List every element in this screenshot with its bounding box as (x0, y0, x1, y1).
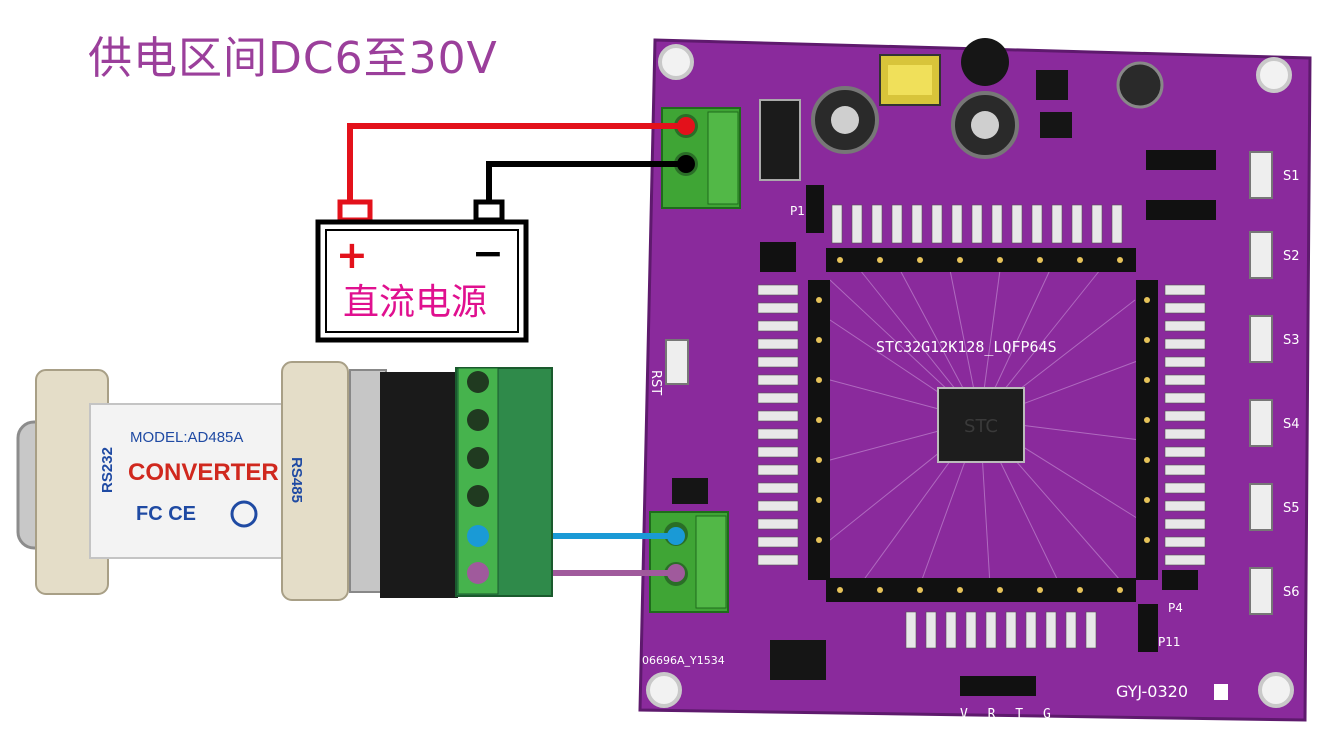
plus-post (337, 199, 373, 223)
rs485-converter: MODEL:AD485A CONVERTER FC CE RS232 RS485 (16, 361, 553, 601)
minus-sign: − (472, 231, 504, 275)
switch-label-s4: S4 (1283, 417, 1300, 432)
converter-model: MODEL:AD485A (130, 429, 243, 446)
smd-resistors (757, 204, 1206, 649)
jumper-p4 (1162, 570, 1198, 590)
pin-header-left (808, 280, 830, 580)
minus-post (473, 199, 505, 223)
mount-hole (1258, 672, 1294, 708)
board-serial: 06696A_Y1534 (642, 654, 725, 667)
dc-power-supply: + − 直流电源 (315, 199, 529, 343)
header-pins (816, 257, 1150, 593)
connector-label-p4: P4 (1168, 601, 1183, 615)
jumper-p1 (806, 185, 824, 233)
page-heading: 供电区间DC6至30V (88, 33, 498, 84)
switch-label-s5: S5 (1283, 501, 1300, 516)
mount-hole (1256, 57, 1292, 93)
capacitor (961, 38, 1009, 86)
terminal-dot-negative (677, 155, 695, 173)
adapter-terminal-b (467, 562, 489, 584)
side-label-rs485: RS485 (288, 457, 305, 503)
board-id: GYJ-0320 (1116, 682, 1188, 701)
cert-marks: FC CE (136, 503, 196, 525)
plus-sign: + (336, 233, 368, 277)
pin-header-vrtg (960, 676, 1036, 696)
ic-small (1036, 70, 1068, 100)
capacitor (1116, 61, 1164, 109)
connector-label-p11: P11 (1158, 635, 1181, 649)
switch-buttons (1249, 151, 1273, 615)
jumper-p11 (1138, 604, 1158, 652)
switch-label-s6: S6 (1283, 585, 1300, 600)
terminal-dot-a (667, 527, 685, 545)
board-id-box (1214, 684, 1228, 700)
chip-label: STC32G12K128_LQFP64S (876, 338, 1057, 356)
wire-negative (486, 161, 686, 202)
reset-label: RST (648, 370, 663, 395)
mount-hole (646, 672, 682, 708)
switch-label-s1: S1 (1283, 169, 1300, 184)
pin-header-p6 (1146, 150, 1216, 170)
header-pin-labels: V R T G (960, 707, 1057, 722)
connector-label-p1: P1 (790, 204, 805, 218)
jumper (760, 242, 796, 272)
pin-header-right (1136, 280, 1158, 580)
side-label-rs232: RS232 (99, 447, 116, 493)
reset-button (665, 339, 689, 385)
switch-label-s2: S2 (1283, 249, 1300, 264)
power-supply-label: 直流电源 (343, 282, 487, 323)
pin-header-p9 (1146, 200, 1216, 220)
terminal-dot-b (667, 564, 685, 582)
terminal-dot-positive (677, 117, 695, 135)
pcb-board: STC STC32G12K128_LQFP64S S1 S2 S3 S4 S5 (638, 38, 1312, 722)
wire-positive (347, 123, 686, 202)
mcu-marking: STC (964, 416, 998, 437)
adapter-terminal-a (467, 525, 489, 547)
regulator (759, 99, 801, 181)
ic-small (1040, 112, 1072, 138)
rs485-terminal (649, 511, 729, 613)
mount-hole (658, 44, 694, 80)
ic-small (672, 478, 708, 504)
pin-header-bottom (826, 578, 1136, 602)
switch-label-s3: S3 (1283, 333, 1300, 348)
mcu-chip (937, 387, 1025, 463)
db9-connector (380, 372, 458, 598)
ic-rs485 (770, 640, 826, 680)
rohs-logo (230, 500, 258, 528)
converter-name: CONVERTER (128, 459, 279, 486)
pin-header-top (826, 248, 1136, 272)
